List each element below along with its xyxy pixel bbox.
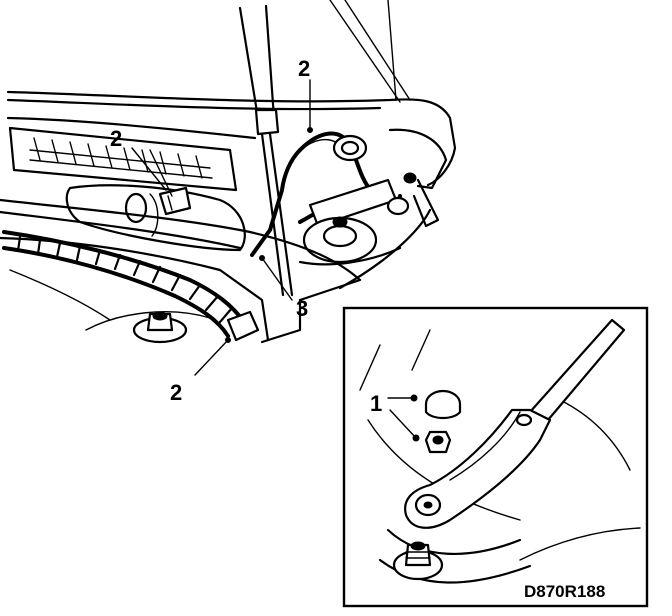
mounting-stud bbox=[9, 269, 211, 344]
cowl-panel bbox=[0, 198, 432, 344]
spindle-stud bbox=[392, 541, 444, 581]
inset-view bbox=[342, 306, 649, 608]
air-intake-grille bbox=[8, 126, 238, 192]
leader-lines-main bbox=[131, 79, 313, 376]
callout-arm-nut-cap: 1 bbox=[370, 391, 382, 416]
spindle-cap bbox=[424, 389, 462, 420]
callout-hose-bottom: 2 bbox=[170, 380, 182, 405]
main-view bbox=[0, 0, 457, 376]
bonnet bbox=[6, 0, 457, 228]
callout-hose-left: 2 bbox=[110, 126, 122, 151]
spindle-nut bbox=[424, 430, 452, 454]
callout-bonnet-stay: 3 bbox=[296, 296, 308, 321]
callout-hose-top: 2 bbox=[298, 56, 310, 81]
spindle-area bbox=[298, 134, 417, 266]
bonnet-strut bbox=[238, 4, 294, 297]
leader-nut bbox=[389, 409, 417, 439]
rubber-seal bbox=[2, 230, 260, 342]
figure-reference: D870R188 bbox=[524, 582, 605, 601]
